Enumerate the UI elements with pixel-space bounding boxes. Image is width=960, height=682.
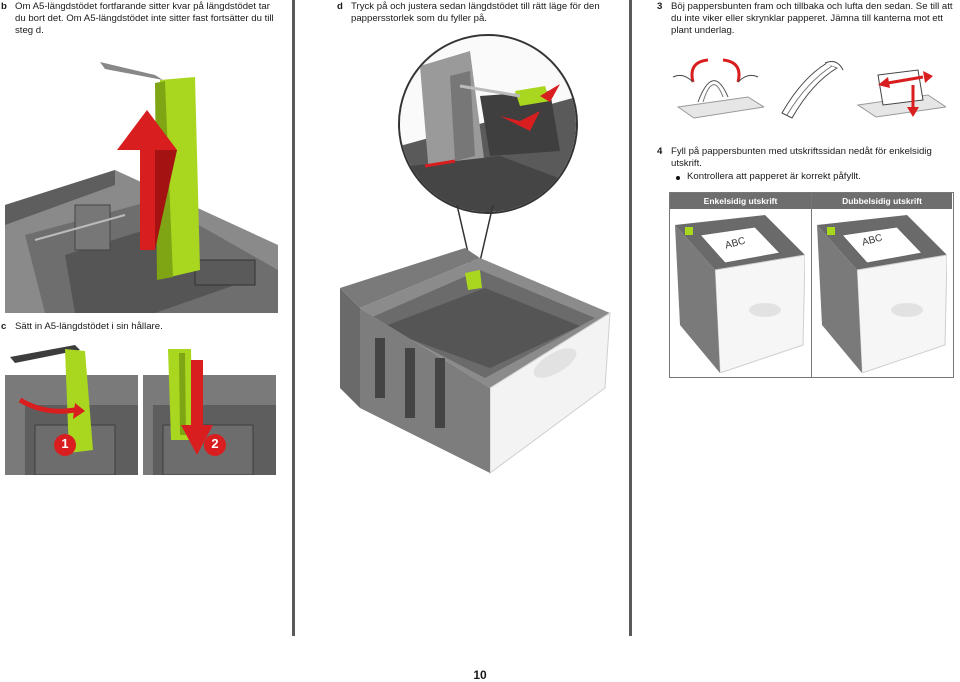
step-4-bullet-text: Kontrollera att papperet är korrekt påfy… bbox=[687, 171, 861, 182]
page-number: 10 bbox=[473, 668, 487, 682]
step-3: 3 Böj pappersbunten fram och tillbaka oc… bbox=[657, 1, 957, 41]
print-mode-table: Enkelsidig utskrift Dubbelsidig utskrift… bbox=[669, 192, 954, 378]
step-4-number: 4 bbox=[657, 146, 663, 157]
illustration-fan-paper bbox=[777, 58, 845, 120]
step-4-bullet-dot bbox=[676, 176, 680, 180]
callout-2: 2 bbox=[211, 436, 219, 451]
step-c-letter: c bbox=[1, 321, 7, 332]
step-3-line2: du inte viker eller skrynklar papperet. … bbox=[671, 13, 943, 24]
step-4-line2: utskrift. bbox=[671, 158, 702, 169]
illustration-tray-length-guide bbox=[340, 248, 615, 530]
illustration-simplex-tray: ABC bbox=[675, 215, 805, 373]
table-header-simplex: Enkelsidig utskrift bbox=[670, 193, 811, 209]
step-4: 4 Fyll på pappersbunten med utskriftssid… bbox=[657, 146, 957, 186]
illustration-insert-a5-step1: 1 bbox=[5, 345, 138, 475]
step-d-line2: pappersstorlek som du fyller på. bbox=[351, 13, 487, 24]
step-4-line1: Fyll på pappersbunten med utskriftssidan… bbox=[671, 146, 932, 157]
step-c-text: Sätt in A5-längdstödet i sin hållare. bbox=[15, 321, 163, 332]
step-d-line1: Tryck på och justera sedan längdstödet t… bbox=[351, 1, 600, 12]
step-d-letter: d bbox=[337, 1, 343, 12]
illustration-duplex-tray: ABC bbox=[817, 215, 947, 373]
illustration-remove-a5-guide bbox=[5, 55, 278, 313]
step-3-line3: plant underlag. bbox=[671, 25, 735, 36]
step-c: c Sätt in A5-längdstödet i sin hållare. bbox=[1, 321, 283, 335]
illustration-insert-a5-step2: 2 bbox=[143, 345, 276, 475]
step-3-line1: Böj pappersbunten fram och tillbaka och … bbox=[671, 1, 953, 12]
step-3-number: 3 bbox=[657, 1, 663, 12]
column-divider-1 bbox=[292, 0, 295, 636]
step-b-line3: steg d. bbox=[15, 25, 44, 36]
step-b: b Om A5-längdstödet fortfarande sitter k… bbox=[1, 1, 283, 41]
illustration-flex-paper bbox=[668, 52, 764, 120]
step-b-line1: Om A5-längdstödet fortfarande sitter kva… bbox=[15, 1, 270, 12]
callout-1: 1 bbox=[61, 436, 69, 451]
column-divider-2 bbox=[629, 0, 632, 636]
illustration-adjust-length-guide-zoom bbox=[398, 34, 578, 214]
step-d: d Tryck på och justera sedan längdstödet… bbox=[337, 1, 627, 29]
step-b-line2: du bort det. Om A5-längdstödet inte sitt… bbox=[15, 13, 274, 24]
table-header-duplex: Dubbelsidig utskrift bbox=[812, 193, 952, 209]
illustration-straighten-paper bbox=[853, 55, 946, 120]
table-column-divider bbox=[811, 193, 812, 377]
step-b-letter: b bbox=[1, 1, 7, 12]
